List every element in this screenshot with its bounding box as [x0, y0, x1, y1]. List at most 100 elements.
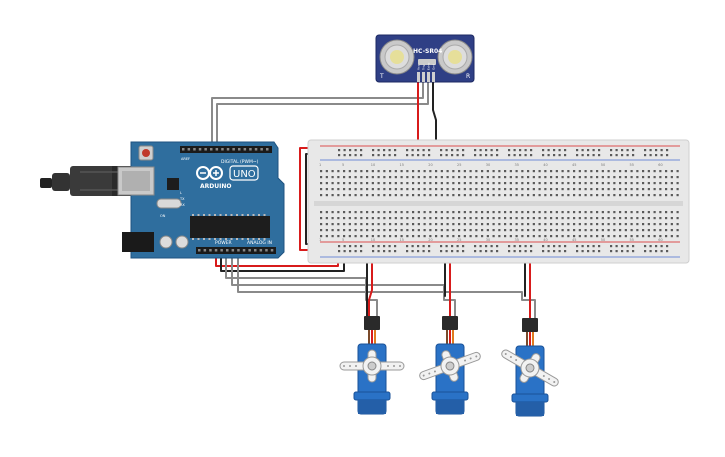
tie-point[interactable]: [647, 235, 650, 238]
servo-horn-icon[interactable]: [339, 349, 405, 383]
rail-hole[interactable]: [496, 245, 499, 248]
tie-point[interactable]: [394, 176, 397, 179]
rail-hole[interactable]: [666, 149, 669, 152]
tie-point[interactable]: [567, 229, 570, 232]
rail-hole[interactable]: [524, 250, 527, 253]
tie-point[interactable]: [325, 229, 328, 232]
tie-point[interactable]: [676, 188, 679, 191]
tie-point[interactable]: [360, 211, 363, 214]
tie-point[interactable]: [452, 170, 455, 173]
tie-point[interactable]: [360, 182, 363, 185]
rail-hole[interactable]: [632, 250, 635, 253]
tie-point[interactable]: [601, 176, 604, 179]
tie-point[interactable]: [469, 217, 472, 220]
tie-point[interactable]: [567, 235, 570, 238]
rail-hole[interactable]: [479, 245, 482, 248]
rail-hole[interactable]: [411, 245, 414, 248]
tie-point[interactable]: [527, 170, 530, 173]
tie-point[interactable]: [504, 217, 507, 220]
tie-point[interactable]: [515, 211, 518, 214]
tie-point[interactable]: [394, 182, 397, 185]
tie-point[interactable]: [435, 194, 438, 197]
tie-point[interactable]: [550, 229, 553, 232]
tie-point[interactable]: [550, 170, 553, 173]
tie-point[interactable]: [555, 229, 558, 232]
tie-point[interactable]: [371, 170, 374, 173]
tie-point[interactable]: [452, 229, 455, 232]
tie-point[interactable]: [527, 223, 530, 226]
tie-point[interactable]: [550, 235, 553, 238]
tie-point[interactable]: [630, 176, 633, 179]
rail-hole[interactable]: [513, 245, 516, 248]
tie-point[interactable]: [400, 223, 403, 226]
tie-point[interactable]: [458, 217, 461, 220]
tie-point[interactable]: [320, 176, 323, 179]
rail-hole[interactable]: [428, 149, 431, 152]
tie-point[interactable]: [527, 188, 530, 191]
rail-hole[interactable]: [644, 154, 647, 157]
tie-point[interactable]: [360, 194, 363, 197]
rail-hole[interactable]: [343, 149, 346, 152]
tie-point[interactable]: [435, 229, 438, 232]
tie-point[interactable]: [475, 223, 478, 226]
tie-point[interactable]: [607, 194, 610, 197]
rail-hole[interactable]: [558, 245, 561, 248]
tie-point[interactable]: [636, 223, 639, 226]
tie-point[interactable]: [544, 217, 547, 220]
tie-point[interactable]: [475, 188, 478, 191]
tie-point[interactable]: [555, 194, 558, 197]
tie-point[interactable]: [458, 235, 461, 238]
tie-point[interactable]: [412, 176, 415, 179]
tie-point[interactable]: [527, 217, 530, 220]
tie-point[interactable]: [348, 235, 351, 238]
tie-point[interactable]: [486, 235, 489, 238]
terminal-strip-bottom[interactable]: [320, 211, 679, 238]
tie-point[interactable]: [647, 217, 650, 220]
tie-point[interactable]: [435, 170, 438, 173]
tie-point[interactable]: [394, 235, 397, 238]
tie-point[interactable]: [619, 188, 622, 191]
tie-point[interactable]: [389, 170, 392, 173]
tie-point[interactable]: [647, 188, 650, 191]
rail-hole[interactable]: [338, 245, 341, 248]
tie-point[interactable]: [601, 170, 604, 173]
tie-point[interactable]: [412, 217, 415, 220]
tie-point[interactable]: [647, 229, 650, 232]
tie-point[interactable]: [463, 194, 466, 197]
tie-point[interactable]: [578, 176, 581, 179]
tie-point[interactable]: [515, 194, 518, 197]
tie-point[interactable]: [659, 176, 662, 179]
tie-point[interactable]: [670, 229, 673, 232]
tie-point[interactable]: [371, 223, 374, 226]
tie-point[interactable]: [532, 176, 535, 179]
tie-point[interactable]: [463, 182, 466, 185]
tie-point[interactable]: [504, 235, 507, 238]
tie-point[interactable]: [613, 182, 616, 185]
rail-hole[interactable]: [519, 154, 522, 157]
tie-point[interactable]: [429, 217, 432, 220]
tie-point[interactable]: [469, 211, 472, 214]
rail-hole[interactable]: [519, 149, 522, 152]
tie-point[interactable]: [429, 182, 432, 185]
tie-point[interactable]: [429, 176, 432, 179]
tie-point[interactable]: [348, 188, 351, 191]
tie-point[interactable]: [481, 229, 484, 232]
tie-point[interactable]: [463, 188, 466, 191]
tie-point[interactable]: [371, 194, 374, 197]
tie-point[interactable]: [538, 229, 541, 232]
tie-point[interactable]: [492, 194, 495, 197]
rail-hole[interactable]: [615, 149, 618, 152]
header-pin[interactable]: [203, 249, 207, 252]
tie-point[interactable]: [544, 229, 547, 232]
rail-hole[interactable]: [343, 245, 346, 248]
servo-3[interactable]: [494, 318, 565, 417]
tie-point[interactable]: [561, 182, 564, 185]
tie-point[interactable]: [601, 211, 604, 214]
tie-point[interactable]: [630, 211, 633, 214]
tie-point[interactable]: [619, 217, 622, 220]
tie-point[interactable]: [532, 223, 535, 226]
tie-point[interactable]: [394, 229, 397, 232]
rail-hole[interactable]: [474, 154, 477, 157]
tie-point[interactable]: [647, 170, 650, 173]
